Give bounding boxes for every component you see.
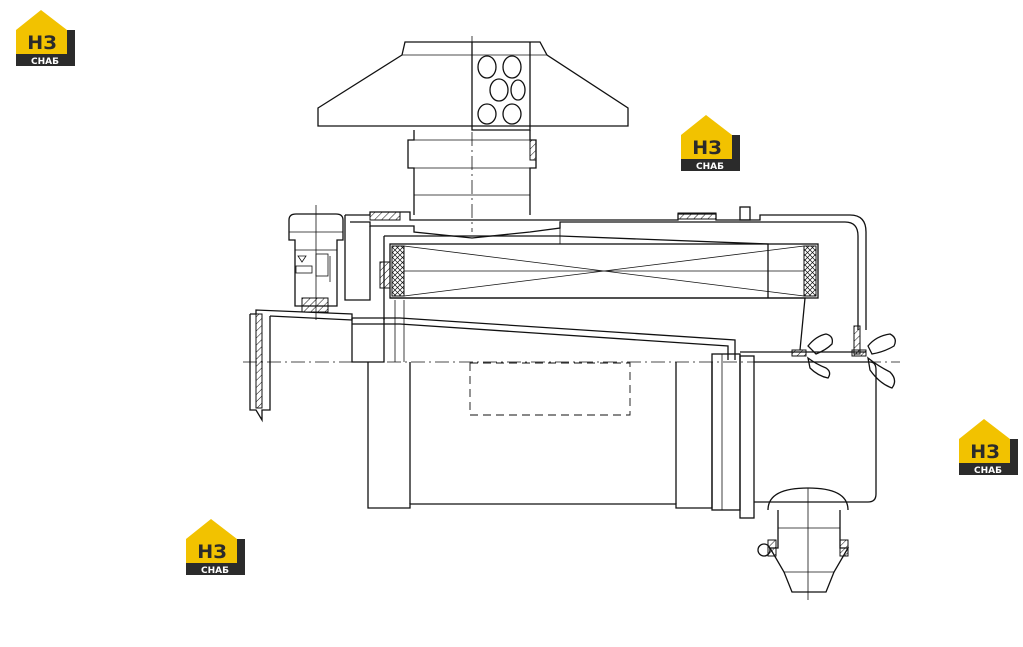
rain-cap [317,41,629,131]
housing-body [367,353,877,519]
logo-caption: СНАБ [31,57,59,67]
housing-lid [344,206,867,330]
inner-tube [351,300,736,363]
filter-element [379,228,819,351]
logo-caption: СНАБ [201,566,229,576]
logo-caption: СНАБ [974,466,1002,476]
house-logo-icon: НЗ СНАБ [959,419,1018,476]
outlet-pipe [249,309,353,423]
logo-nz-snab: НЗ СНАБ [678,113,740,173]
logo-mark: НЗ [692,137,721,159]
logo-nz-snab: НЗ СНАБ [183,517,245,577]
house-logo-icon: НЗ СНАБ [186,519,245,576]
intake-pipe [407,130,537,215]
logo-mark: НЗ [197,541,226,563]
logo-nz-snab: НЗ СНАБ [13,8,75,68]
house-logo-icon: НЗ СНАБ [681,115,740,172]
wing-nut-clamps [740,325,896,389]
logo-mark: НЗ [970,441,999,463]
house-logo-icon: НЗ СНАБ [16,10,75,67]
logo-caption: СНАБ [696,162,724,172]
logo-mark: НЗ [27,32,56,54]
dust-unloader-valve [757,487,850,600]
logo-nz-snab: НЗ СНАБ [956,417,1018,477]
service-indicator [288,205,344,320]
dashed-inner-outline [469,362,631,416]
